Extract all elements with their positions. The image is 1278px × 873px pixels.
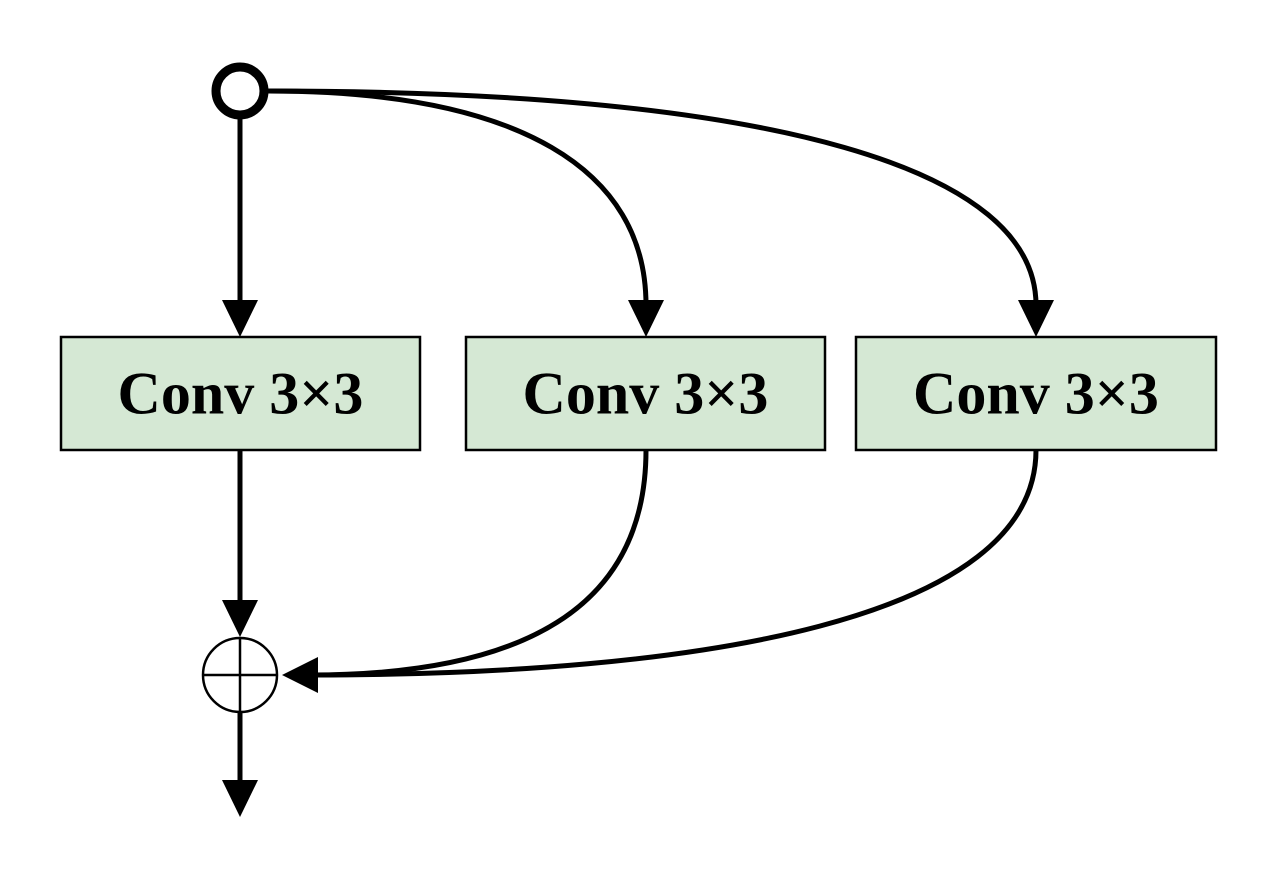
edge-conv-2-to-sum	[309, 449, 649, 678]
edge-input-to-conv-3	[267, 88, 1054, 337]
arrowhead-icon	[282, 657, 318, 693]
arrowhead-icon	[222, 780, 258, 817]
conv-block-3: Conv 3×3	[854, 335, 1218, 452]
edge-conv-3-to-sum	[282, 449, 1039, 693]
input-node-icon	[211, 62, 269, 120]
edge-input-to-conv-2	[267, 88, 664, 337]
edge-conv-1-to-sum	[222, 450, 258, 637]
arrowhead-icon	[222, 300, 258, 337]
arrowhead-icon	[1018, 300, 1054, 337]
sum-circle-icon	[201, 636, 279, 714]
conv-block-3-label: Conv 3×3	[913, 361, 1159, 427]
edge-sum-to-output	[222, 713, 258, 817]
arrowhead-icon	[222, 600, 258, 637]
conv-block-2: Conv 3×3	[464, 335, 827, 452]
arrowhead-icon	[628, 300, 664, 337]
conv-block-1: Conv 3×3	[59, 335, 422, 452]
conv-block-1-label: Conv 3×3	[118, 361, 364, 427]
conv-block-2-label: Conv 3×3	[523, 361, 769, 427]
edge-input-to-conv-1	[222, 118, 258, 337]
